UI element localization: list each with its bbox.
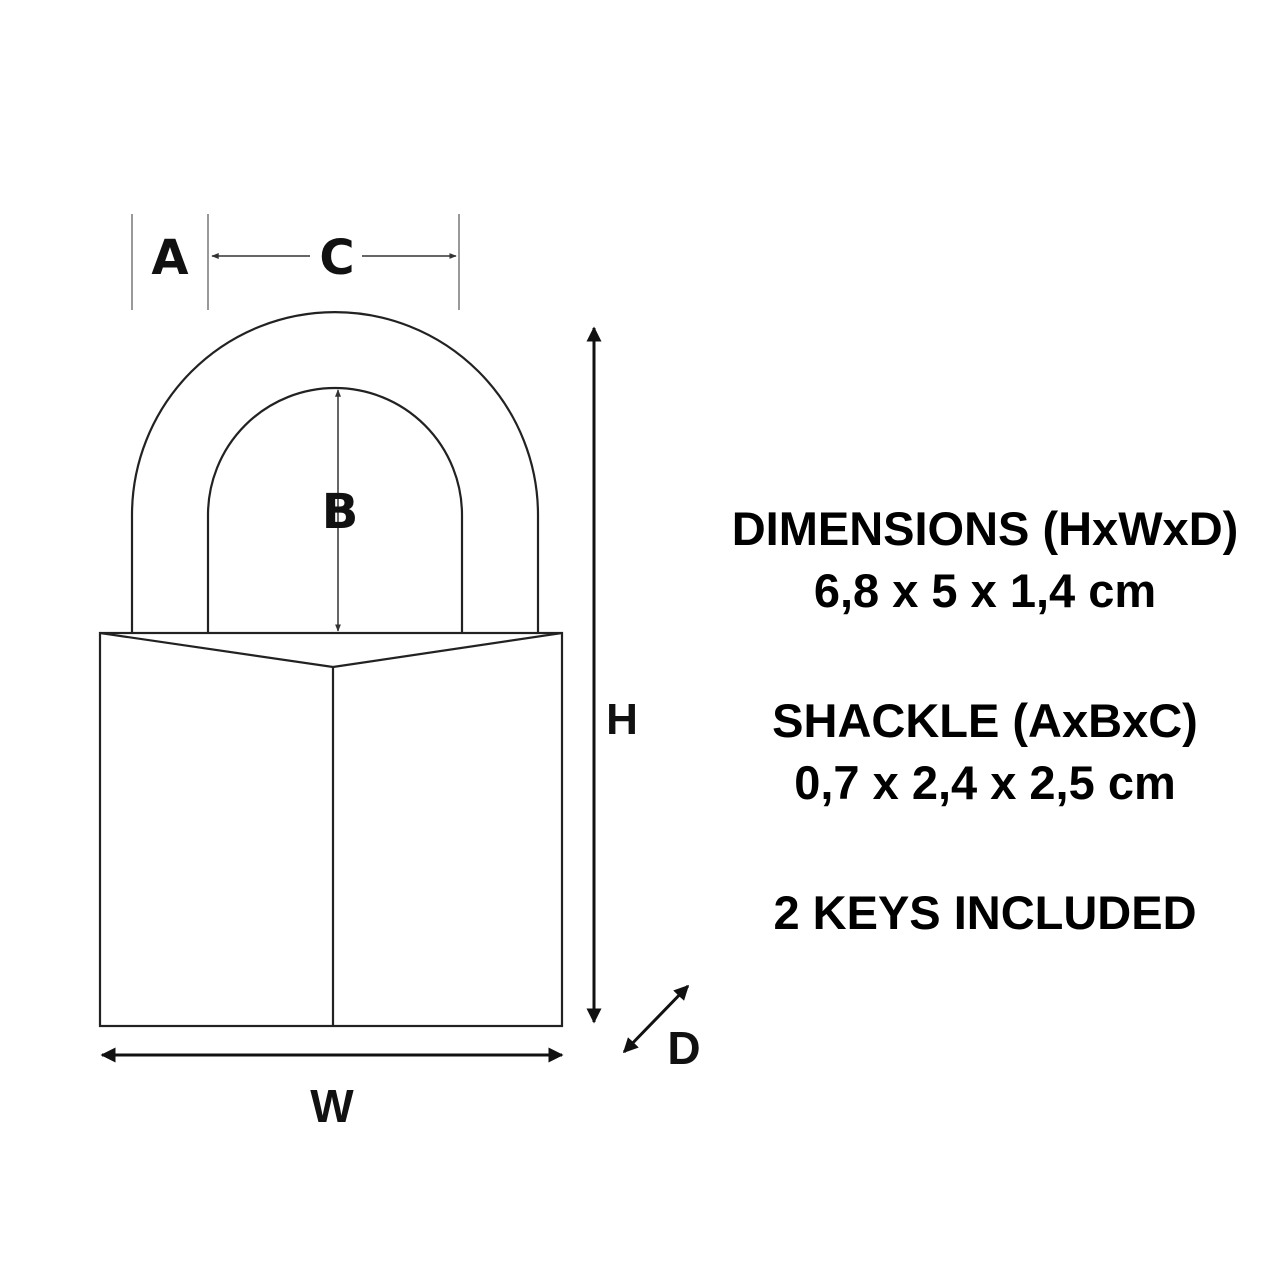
dimensions-value: 6,8 x 5 x 1,4 cm xyxy=(813,564,1157,617)
dimension-d-arrow xyxy=(622,984,690,1054)
shackle-value: 0,7 x 2,4 x 2,5 cm xyxy=(794,756,1176,809)
shackle-title: SHACKLE (AxBxC) xyxy=(772,694,1198,747)
label-c: C xyxy=(319,230,354,286)
shackle-width-guides xyxy=(131,214,460,310)
shackle xyxy=(130,310,540,633)
padlock-body xyxy=(98,631,564,1028)
specifications-panel: DIMENSIONS (HxWxD) 6,8 x 5 x 1,4 cm SHAC… xyxy=(690,498,1280,944)
label-h: H xyxy=(606,695,638,744)
keys-included: 2 KEYS INCLUDED xyxy=(773,886,1197,939)
label-d: D xyxy=(667,1022,700,1074)
label-a: A xyxy=(151,230,188,286)
dimensions-title: DIMENSIONS (HxWxD) xyxy=(731,502,1239,555)
label-b: B xyxy=(322,484,359,540)
label-w: W xyxy=(310,1080,354,1132)
